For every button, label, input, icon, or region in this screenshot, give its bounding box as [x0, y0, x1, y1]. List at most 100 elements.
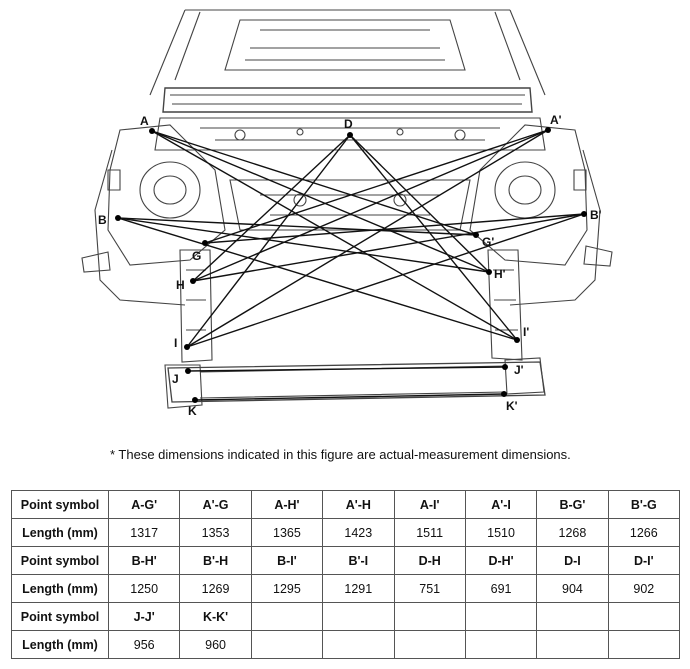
measurement-line-A-I2	[151, 130, 518, 341]
length-value-cell: 1365	[250, 518, 324, 547]
length-value-cell: 751	[393, 574, 466, 603]
point-marker-G	[202, 240, 208, 246]
point-symbol-cell: K-K'	[179, 602, 252, 631]
length-value-cell	[322, 630, 395, 659]
point-symbol-cell: A-G'	[107, 490, 181, 519]
row-header-symbol: Point symbol	[11, 602, 109, 631]
length-value-cell: 1423	[322, 518, 395, 547]
point-symbol-cell	[322, 602, 395, 631]
point-symbol-cell: A-H'	[250, 490, 324, 519]
point-symbol-cell: D-I'	[607, 546, 681, 575]
row-header-length: Length (mm)	[11, 574, 109, 603]
point-symbol-cell: D-H	[393, 546, 466, 575]
measurement-line-D-H2	[349, 134, 490, 273]
point-symbol-cell: B-I'	[250, 546, 324, 575]
point-symbol-cell	[536, 602, 609, 631]
length-value-cell: 956	[107, 630, 181, 659]
length-value-cell: 1268	[536, 518, 609, 547]
point-symbol-cell: A'-G	[179, 490, 252, 519]
measurement-line-A-H2	[151, 130, 490, 273]
row-header-symbol: Point symbol	[11, 490, 109, 519]
measurement-line-B-I2	[117, 217, 518, 341]
length-value-cell: 1269	[179, 574, 252, 603]
point-marker-I2	[514, 337, 520, 343]
point-marker-G2	[473, 232, 479, 238]
measurement-line-K-K2	[194, 393, 505, 401]
point-label-A: A	[140, 114, 149, 128]
length-value-cell: 1353	[179, 518, 252, 547]
point-label-G: G	[192, 249, 201, 263]
point-label-K: K	[188, 404, 197, 418]
point-label-H: H	[176, 278, 185, 292]
point-marker-J	[185, 368, 191, 374]
point-symbol-cell	[607, 602, 681, 631]
point-label-A2: A'	[550, 113, 562, 127]
point-symbol-cell: B'-I	[322, 546, 395, 575]
point-label-B2: B'	[590, 208, 602, 222]
point-label-I2: I'	[523, 325, 529, 339]
point-marker-B	[115, 215, 121, 221]
length-value-cell: 902	[607, 574, 681, 603]
point-label-B: B	[98, 213, 107, 227]
measurement-line-A-G2	[151, 130, 477, 236]
length-value-cell	[607, 630, 681, 659]
point-marker-K	[192, 397, 198, 403]
point-marker-I	[184, 344, 190, 350]
point-symbol-cell: B-G'	[536, 490, 609, 519]
point-symbol-cell: J-J'	[107, 602, 181, 631]
car-body-drawing	[81, 9, 613, 409]
measurement-line-A2-I	[186, 129, 549, 348]
measurement-line-A2-G	[204, 129, 549, 244]
point-marker-B2	[581, 211, 587, 217]
point-symbol-cell: B-H'	[107, 546, 181, 575]
point-marker-H2	[486, 269, 492, 275]
length-value-cell: 1511	[393, 518, 466, 547]
point-symbol-cell: B'-G	[607, 490, 681, 519]
point-symbol-cell	[250, 602, 324, 631]
measurement-line-B2-H	[192, 213, 585, 282]
length-value-cell	[464, 630, 538, 659]
length-value-cell: 1317	[107, 518, 181, 547]
point-label-J2: J'	[514, 363, 524, 377]
measurement-line-B2-I	[186, 213, 585, 348]
length-value-cell: 1291	[322, 574, 395, 603]
point-label-I: I	[174, 336, 177, 350]
point-symbol-cell: B'-H	[179, 546, 252, 575]
measurement-line-A2-H	[192, 129, 549, 282]
point-marker-K2	[501, 391, 507, 397]
measurement-line-D-I	[186, 134, 351, 348]
length-value-cell: 1295	[250, 574, 324, 603]
row-header-length: Length (mm)	[11, 518, 109, 547]
point-marker-J2	[502, 364, 508, 370]
point-symbol-cell	[464, 602, 538, 631]
length-value-cell: 1510	[464, 518, 538, 547]
point-symbol-cell	[393, 602, 466, 631]
point-label-H2: H'	[494, 267, 506, 281]
point-marker-H	[190, 278, 196, 284]
length-value-cell: 904	[536, 574, 609, 603]
length-value-cell: 1266	[607, 518, 681, 547]
point-marker-A	[149, 128, 155, 134]
length-value-cell: 691	[464, 574, 538, 603]
measurement-line-B-G2	[117, 217, 477, 236]
point-symbol-cell: D-I	[536, 546, 609, 575]
point-label-D: D	[344, 117, 353, 131]
measurement-line-D-I2	[349, 134, 518, 341]
row-header-length: Length (mm)	[11, 630, 109, 659]
point-label-G2: G'	[482, 235, 494, 249]
measurement-note: * These dimensions indicated in this fig…	[110, 447, 571, 462]
point-marker-A2	[545, 127, 551, 133]
length-value-cell	[536, 630, 609, 659]
point-marker-D	[347, 132, 353, 138]
length-value-cell	[393, 630, 466, 659]
point-symbol-cell: D-H'	[464, 546, 538, 575]
measurement-line-B2-G	[204, 213, 585, 244]
